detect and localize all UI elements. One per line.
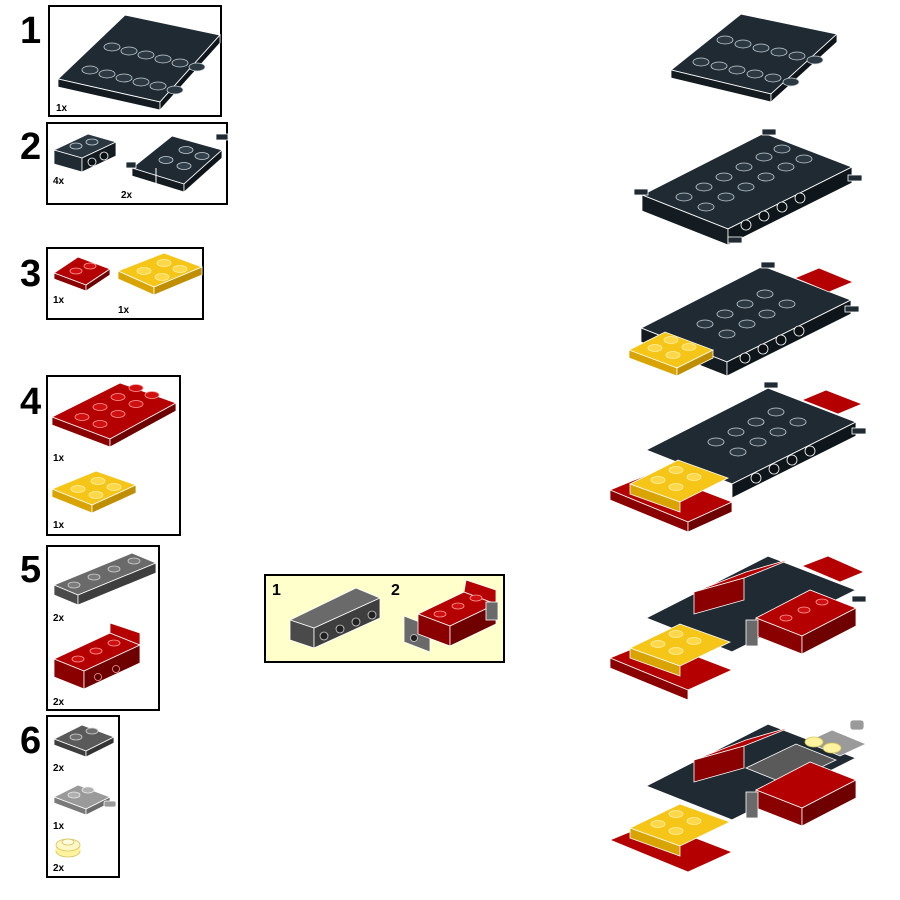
part-plate-1x2-dark-gray (53, 724, 115, 758)
assembly-view-step-3 (628, 261, 860, 377)
part-quantity: 2x (53, 613, 65, 624)
step-number-5: 5 (20, 549, 42, 591)
part-quantity: 2x (53, 863, 65, 874)
parts-list-step-5: 2x 2x (46, 545, 160, 711)
part-plate-2x2-yellow (116, 252, 204, 296)
part-quantity: 1x (53, 520, 65, 531)
part-quantity: 2x (53, 697, 65, 708)
step-number-2: 2 (20, 126, 42, 168)
assembly-view-step-2 (633, 128, 863, 246)
part-bracket-red (52, 622, 142, 690)
part-round-plate-trans-yellow (55, 838, 81, 858)
part-plate-clip-light-gray (53, 784, 117, 816)
substep-number-2: 2 (391, 582, 400, 599)
assembly-view-step-5 (608, 555, 867, 701)
part-brick-1x2-pin-holes (52, 133, 118, 173)
parts-list-step-6: 2x 1x 2x (46, 715, 120, 878)
part-plate-wheel-holder (125, 133, 229, 193)
part-quantity: 1x (53, 821, 65, 832)
part-quantity: 4x (53, 176, 65, 187)
part-plate-2x4-red (51, 382, 177, 448)
part-quantity: 2x (53, 763, 65, 774)
assembly-view-step-6 (608, 719, 867, 873)
part-plate-2x2-yellow (50, 470, 138, 514)
parts-list-step-2: 4x 2x (46, 122, 229, 205)
step-number-1: 1 (20, 10, 42, 52)
part-plate-1x2-red (53, 256, 111, 292)
step-number-6: 6 (20, 720, 42, 762)
part-quantity: 1x (53, 295, 65, 306)
parts-list-step-1: 1x (48, 5, 222, 117)
assembly-view-step-1 (669, 13, 839, 103)
substep-1-technic-brick (288, 587, 382, 649)
step-number-3: 3 (20, 253, 42, 295)
assembly-view-step-4 (608, 381, 867, 533)
part-technic-brick-1x4-gray (52, 552, 158, 606)
part-quantity: 1x (56, 103, 68, 114)
part-quantity: 2x (121, 190, 133, 201)
part-quantity: 1x (118, 305, 130, 316)
part-plate-2x6-dark (56, 14, 221, 112)
subassembly-callout-step-5: 1 2 (264, 574, 505, 663)
parts-list-step-4: 1x 1x (46, 375, 181, 536)
substep-number-1: 1 (272, 582, 281, 599)
step-number-4: 4 (20, 381, 42, 423)
part-quantity: 1x (53, 453, 65, 464)
substep-2-bracket-assembly (403, 579, 499, 653)
parts-list-step-3: 1x 1x (46, 247, 204, 320)
